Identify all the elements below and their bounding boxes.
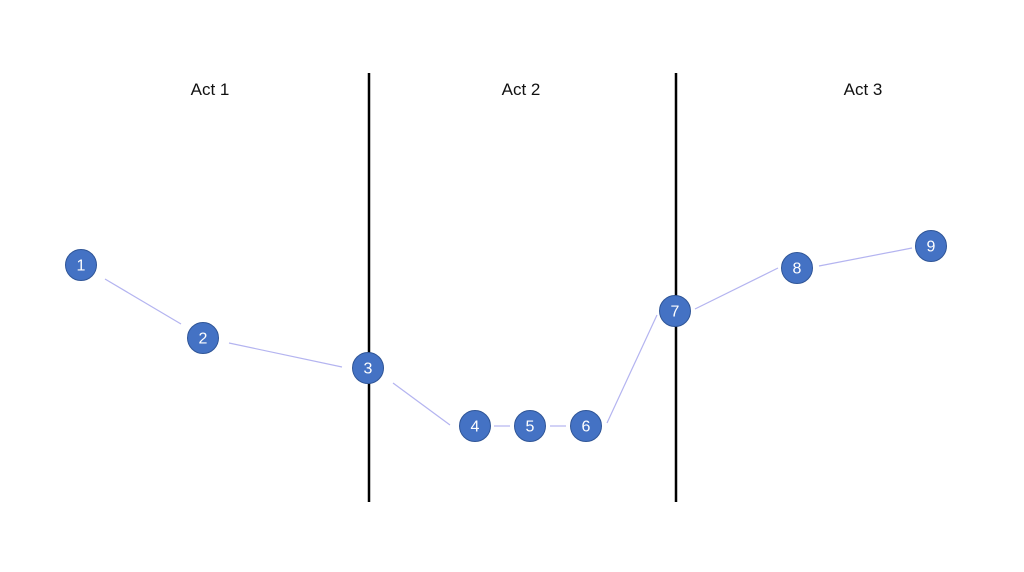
connector-7-8 [694,267,779,310]
connectors [104,247,913,427]
beat-node-3: 3 [352,352,384,384]
beat-node-5: 5 [514,410,546,442]
connector-6-7 [606,314,658,424]
beat-node-7: 7 [659,295,691,327]
beat-node-8: 8 [781,252,813,284]
beat-label: 7 [671,304,680,321]
beat-label: 4 [471,419,480,436]
connector-2-3 [228,342,343,368]
beat-label: 9 [927,239,936,256]
beat-node-2: 2 [187,322,219,354]
beat-label: 6 [582,419,591,436]
beat-label: 3 [364,361,373,378]
connector-8-9 [818,247,913,267]
beat-label: 1 [77,258,86,275]
beat-label: 5 [526,419,535,436]
beat-node-1: 1 [65,249,97,281]
connector-1-2 [104,278,182,325]
act-label-3: Act 3 [843,80,883,99]
beat-node-4: 4 [459,410,491,442]
act-label-2: Act 2 [501,80,541,99]
beat-label: 2 [199,331,208,348]
beat-node-9: 9 [915,230,947,262]
beat-label: 8 [793,261,802,278]
act-label-1: Act 1 [190,80,230,99]
beat-node-6: 6 [570,410,602,442]
connector-3-4 [392,382,451,426]
